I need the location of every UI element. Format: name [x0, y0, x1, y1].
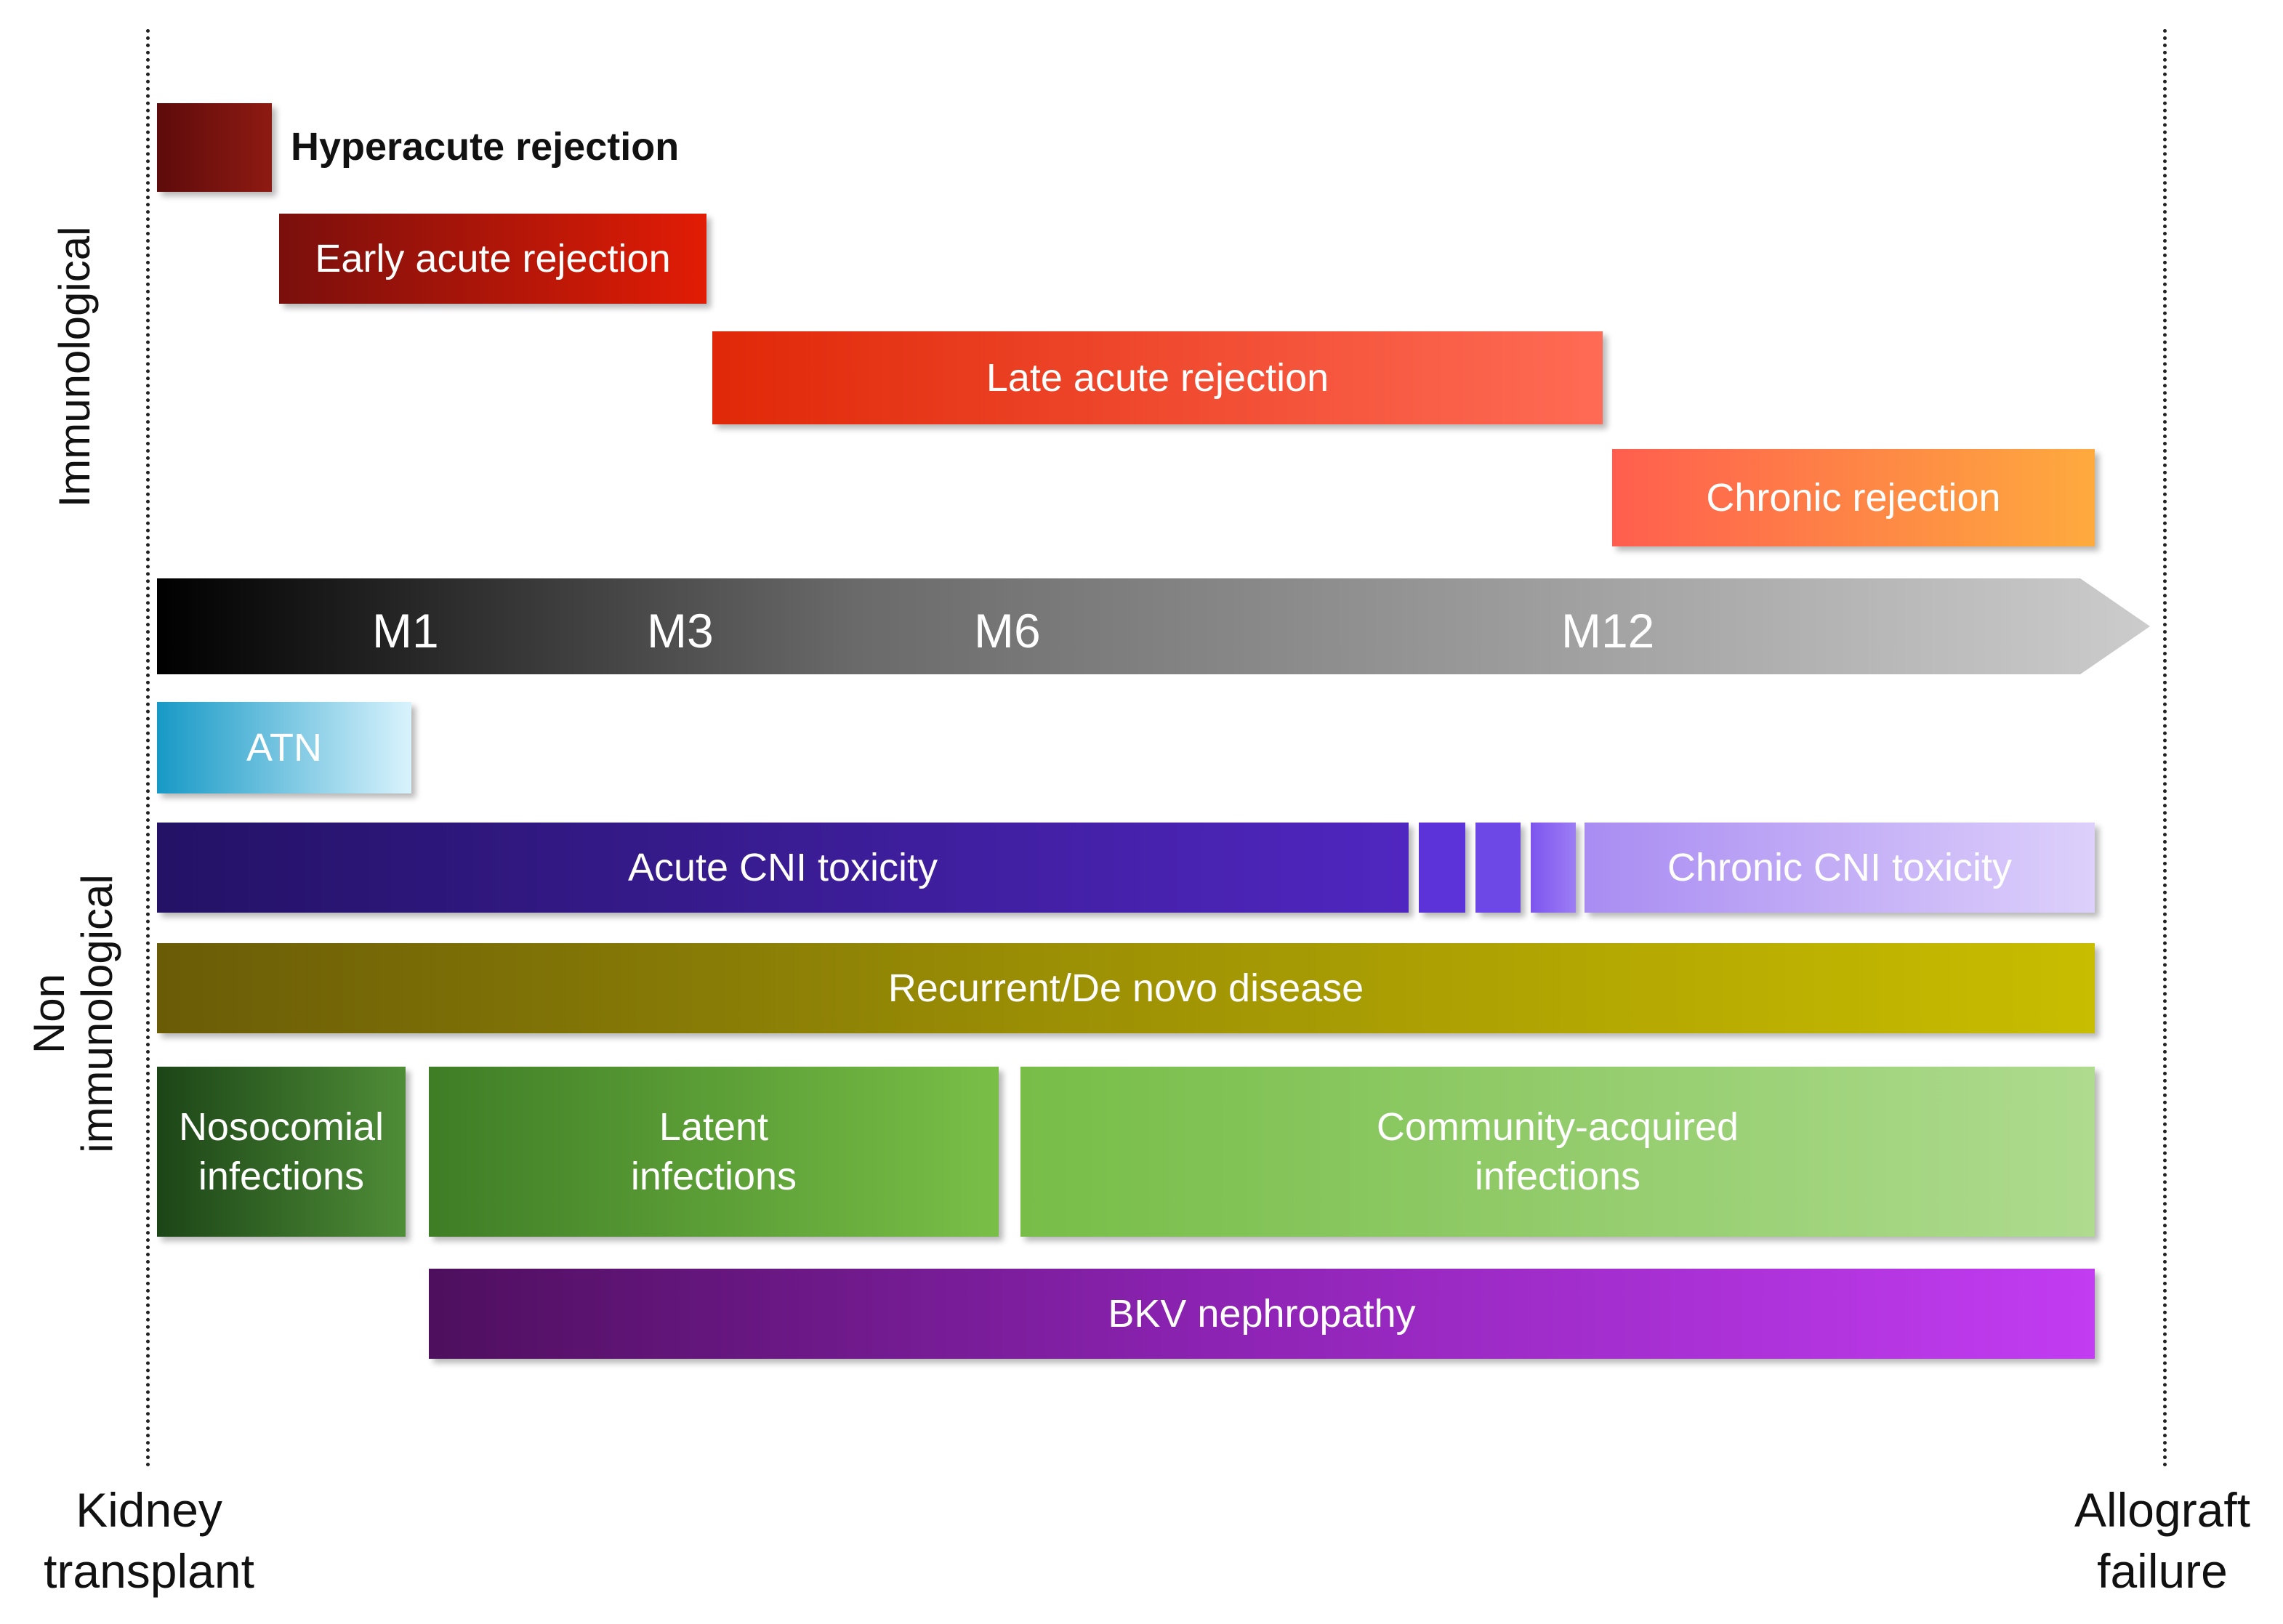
transplant-boundary-line [146, 29, 150, 1468]
chronic-cni-toxicity-label: Chronic CNI toxicity [1667, 846, 2013, 889]
recurrent-disease-bar: Recurrent/De novo disease [157, 943, 2095, 1033]
early-acute-rejection-bar: Early acute rejection [279, 214, 706, 304]
chronic-cni-toxicity-bar: Chronic CNI toxicity [1585, 823, 2095, 913]
acute-cni-toxicity-label: Acute CNI toxicity [627, 846, 938, 889]
cni-transition-segment [1419, 823, 1465, 913]
community-acquired-infections-bar: Community-acquired infections [1020, 1067, 2095, 1237]
chronic-rejection-label: Chronic rejection [1706, 476, 2001, 520]
recurrent-disease-label: Recurrent/De novo disease [887, 966, 1364, 1010]
latent-infections-bar: Latent infections [429, 1067, 999, 1237]
latent-infections-label: Latent infections [630, 1105, 797, 1198]
atn-label: ATN [246, 726, 322, 769]
timeline-tick-m3: M3 [647, 604, 714, 658]
bkv-nephropathy-label: BKV nephropathy [1108, 1292, 1416, 1336]
timeline-tick-m12: M12 [1561, 604, 1655, 658]
late-acute-rejection-bar: Late acute rejection [712, 331, 1603, 424]
nosocomial-infections-label: Nosocomial infections [178, 1105, 384, 1198]
early-acute-rejection-label: Early acute rejection [315, 237, 671, 280]
cni-transition-segment [1531, 823, 1576, 913]
late-acute-rejection-label: Late acute rejection [986, 356, 1329, 400]
timeline-tick-m1: M1 [372, 604, 439, 658]
cni-transition-segment [1475, 823, 1521, 913]
failure-boundary-line [2163, 29, 2167, 1468]
atn-bar: ATN [157, 702, 411, 793]
hyperacute-rejection-label: Hyperacute rejection [291, 125, 680, 169]
acute-cni-toxicity-bar: Acute CNI toxicity [157, 823, 1409, 913]
community-acquired-infections-label: Community-acquired infections [1376, 1105, 1739, 1198]
hyperacute-rejection-bar [157, 103, 272, 192]
bkv-nephropathy-bar: BKV nephropathy [429, 1269, 2095, 1359]
chronic-rejection-bar: Chronic rejection [1612, 449, 2095, 546]
allograft-failure-label: Allograft failure [2074, 1483, 2251, 1598]
timeline-tick-m6: M6 [974, 604, 1041, 658]
nosocomial-infections-bar: Nosocomial infections [157, 1067, 406, 1237]
kidney-transplant-label: Kidney transplant [44, 1483, 254, 1598]
